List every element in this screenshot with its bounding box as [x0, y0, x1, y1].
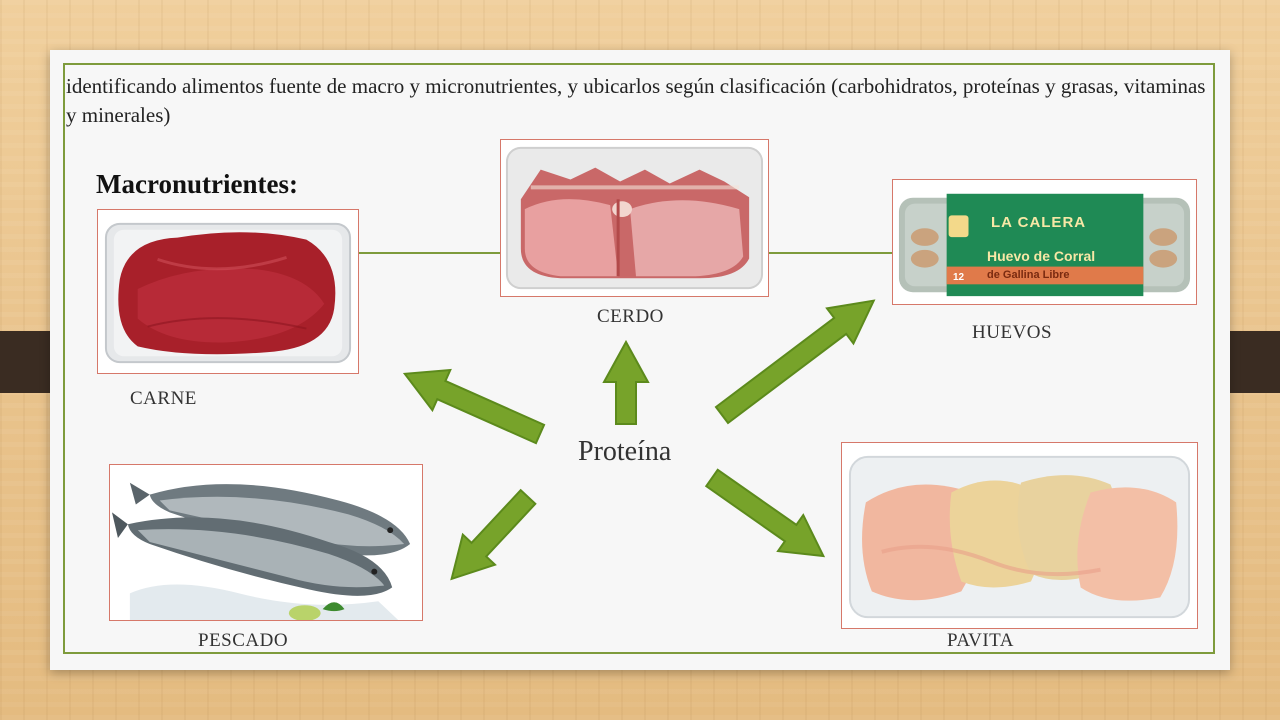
huevos-label: HUEVOS [972, 322, 1053, 343]
pavita-photo [841, 442, 1198, 629]
connector-line-left [358, 252, 500, 254]
huevos-photo: LA CALERA Huevo de Corral de Gallina Lib… [892, 179, 1197, 305]
slide-border-frame [63, 63, 1215, 654]
cerdo-photo [500, 139, 769, 297]
intro-text: identificando alimentos fuente de macro … [66, 74, 1206, 127]
pescado-photo [109, 464, 423, 621]
carne-label: CARNE [130, 388, 197, 409]
cerdo-label: CERDO [597, 306, 664, 327]
egg-package-title: Huevo de Corral [987, 248, 1096, 264]
egg-package-brand: LA CALERA [991, 214, 1087, 231]
pavita-label: PAVITA [947, 630, 1014, 651]
egg-package-subtitle: de Gallina Libre [987, 269, 1070, 281]
center-label-protein: Proteína [578, 436, 672, 467]
macronutrients-heading: Macronutrientes: [96, 169, 298, 199]
egg-package-count: 12 [953, 272, 965, 283]
carne-photo [97, 209, 359, 374]
connector-line-right [768, 252, 892, 254]
pescado-label: PESCADO [198, 630, 289, 651]
